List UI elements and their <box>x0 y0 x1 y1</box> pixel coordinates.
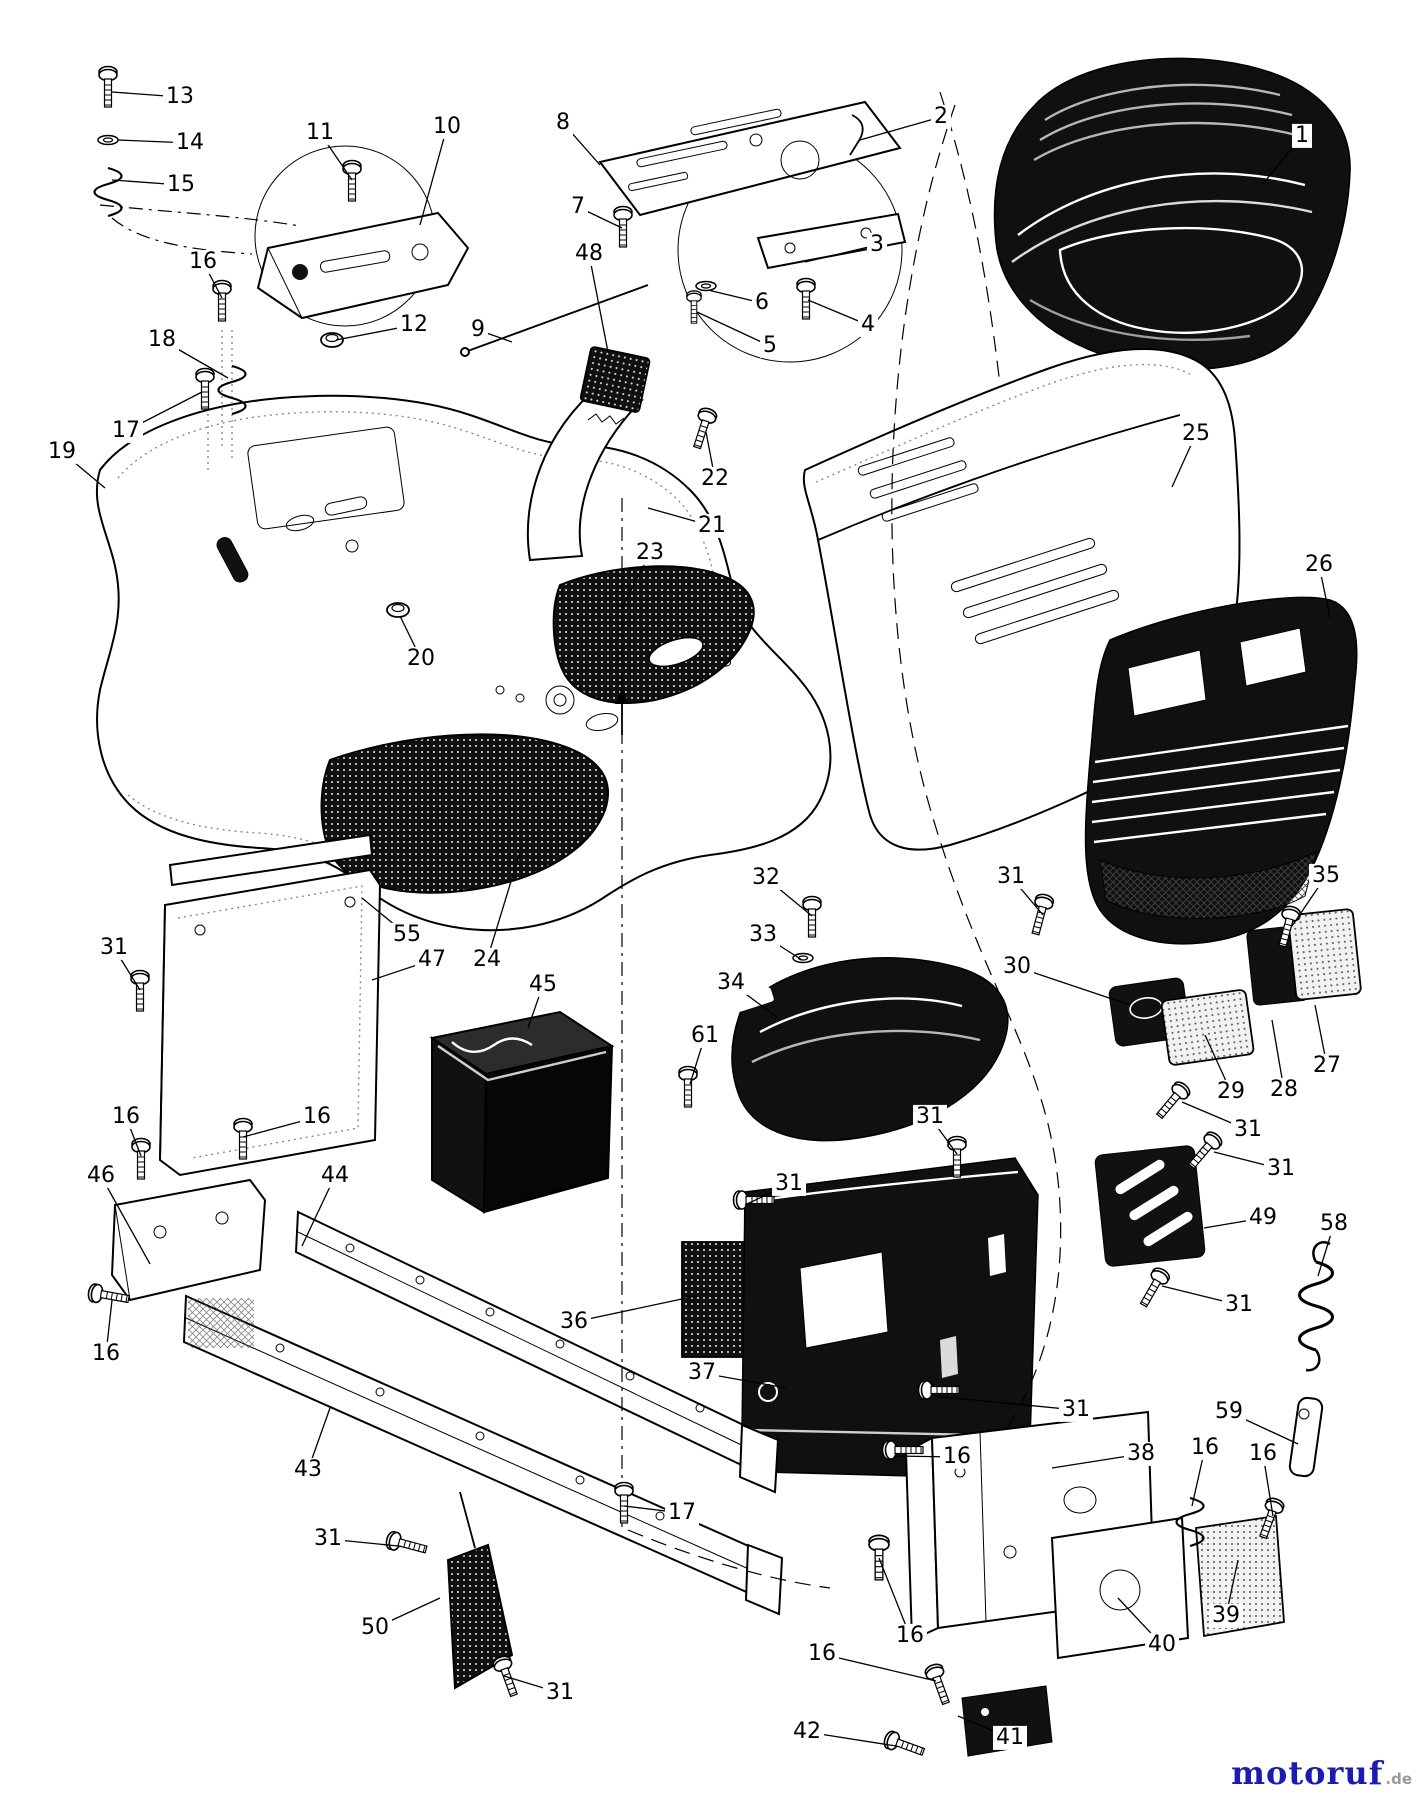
grille-part <box>1084 596 1358 945</box>
bolt-7 <box>613 205 633 248</box>
lever-part <box>216 537 249 583</box>
fender-body-part <box>95 346 832 932</box>
plate-part-41 <box>961 1685 1053 1757</box>
bolt-5 <box>686 290 702 324</box>
watermark-logo[interactable]: motoruf.de <box>1231 1754 1412 1792</box>
headlight-lens-right <box>1287 908 1362 1001</box>
bolt-31-j <box>490 1653 524 1700</box>
frame-rail-parts <box>182 1210 784 1690</box>
footrest-pad-right <box>552 565 755 704</box>
side-panel-part <box>1094 1145 1206 1267</box>
watermark-tld: .de <box>1385 1770 1412 1788</box>
shield-part-50 <box>446 1543 514 1690</box>
bolt-31-c <box>1151 1078 1194 1123</box>
bolt-42 <box>881 1728 928 1762</box>
plate-part-39 <box>1195 1514 1285 1638</box>
bolt-61 <box>678 1065 698 1108</box>
nut-20 <box>386 602 410 618</box>
bolt-31-g <box>1134 1264 1173 1311</box>
watermark-brand: motoruf <box>1231 1754 1384 1792</box>
bolt-4 <box>796 277 816 320</box>
bolt-16-i <box>922 1661 956 1708</box>
rear-bracket-parts <box>904 1396 1324 1757</box>
seat-part <box>993 57 1351 371</box>
bolt-16-a <box>212 279 232 322</box>
support-panel-parts <box>158 833 382 1177</box>
bolt-16-b <box>131 1137 151 1180</box>
strip-part-59 <box>1288 1396 1324 1478</box>
washer-33 <box>792 952 814 964</box>
bolt-13 <box>98 65 118 108</box>
spring-15 <box>93 166 123 218</box>
bolt-16-h <box>868 1534 890 1581</box>
nut-12 <box>320 332 344 348</box>
dash-panel-part <box>731 957 1009 1142</box>
bolt-22 <box>687 405 719 452</box>
pad-part-48 <box>579 346 651 413</box>
bracket-46-part <box>110 1178 267 1302</box>
bolt-32 <box>802 895 822 938</box>
headlight-lens-left <box>1160 989 1255 1066</box>
bolt-31-a <box>130 969 150 1012</box>
washer-6 <box>695 280 717 292</box>
spring-part-58 <box>1298 1241 1334 1372</box>
bolt-11 <box>342 159 362 202</box>
bolt-31-i <box>383 1529 430 1559</box>
seat-plate-part <box>460 100 907 363</box>
bolt-31-b <box>1026 891 1056 938</box>
bracket-plate-part <box>254 145 470 327</box>
battery-box-part <box>429 1010 615 1214</box>
washer-14 <box>97 134 119 146</box>
bolt-17-a <box>195 367 215 410</box>
